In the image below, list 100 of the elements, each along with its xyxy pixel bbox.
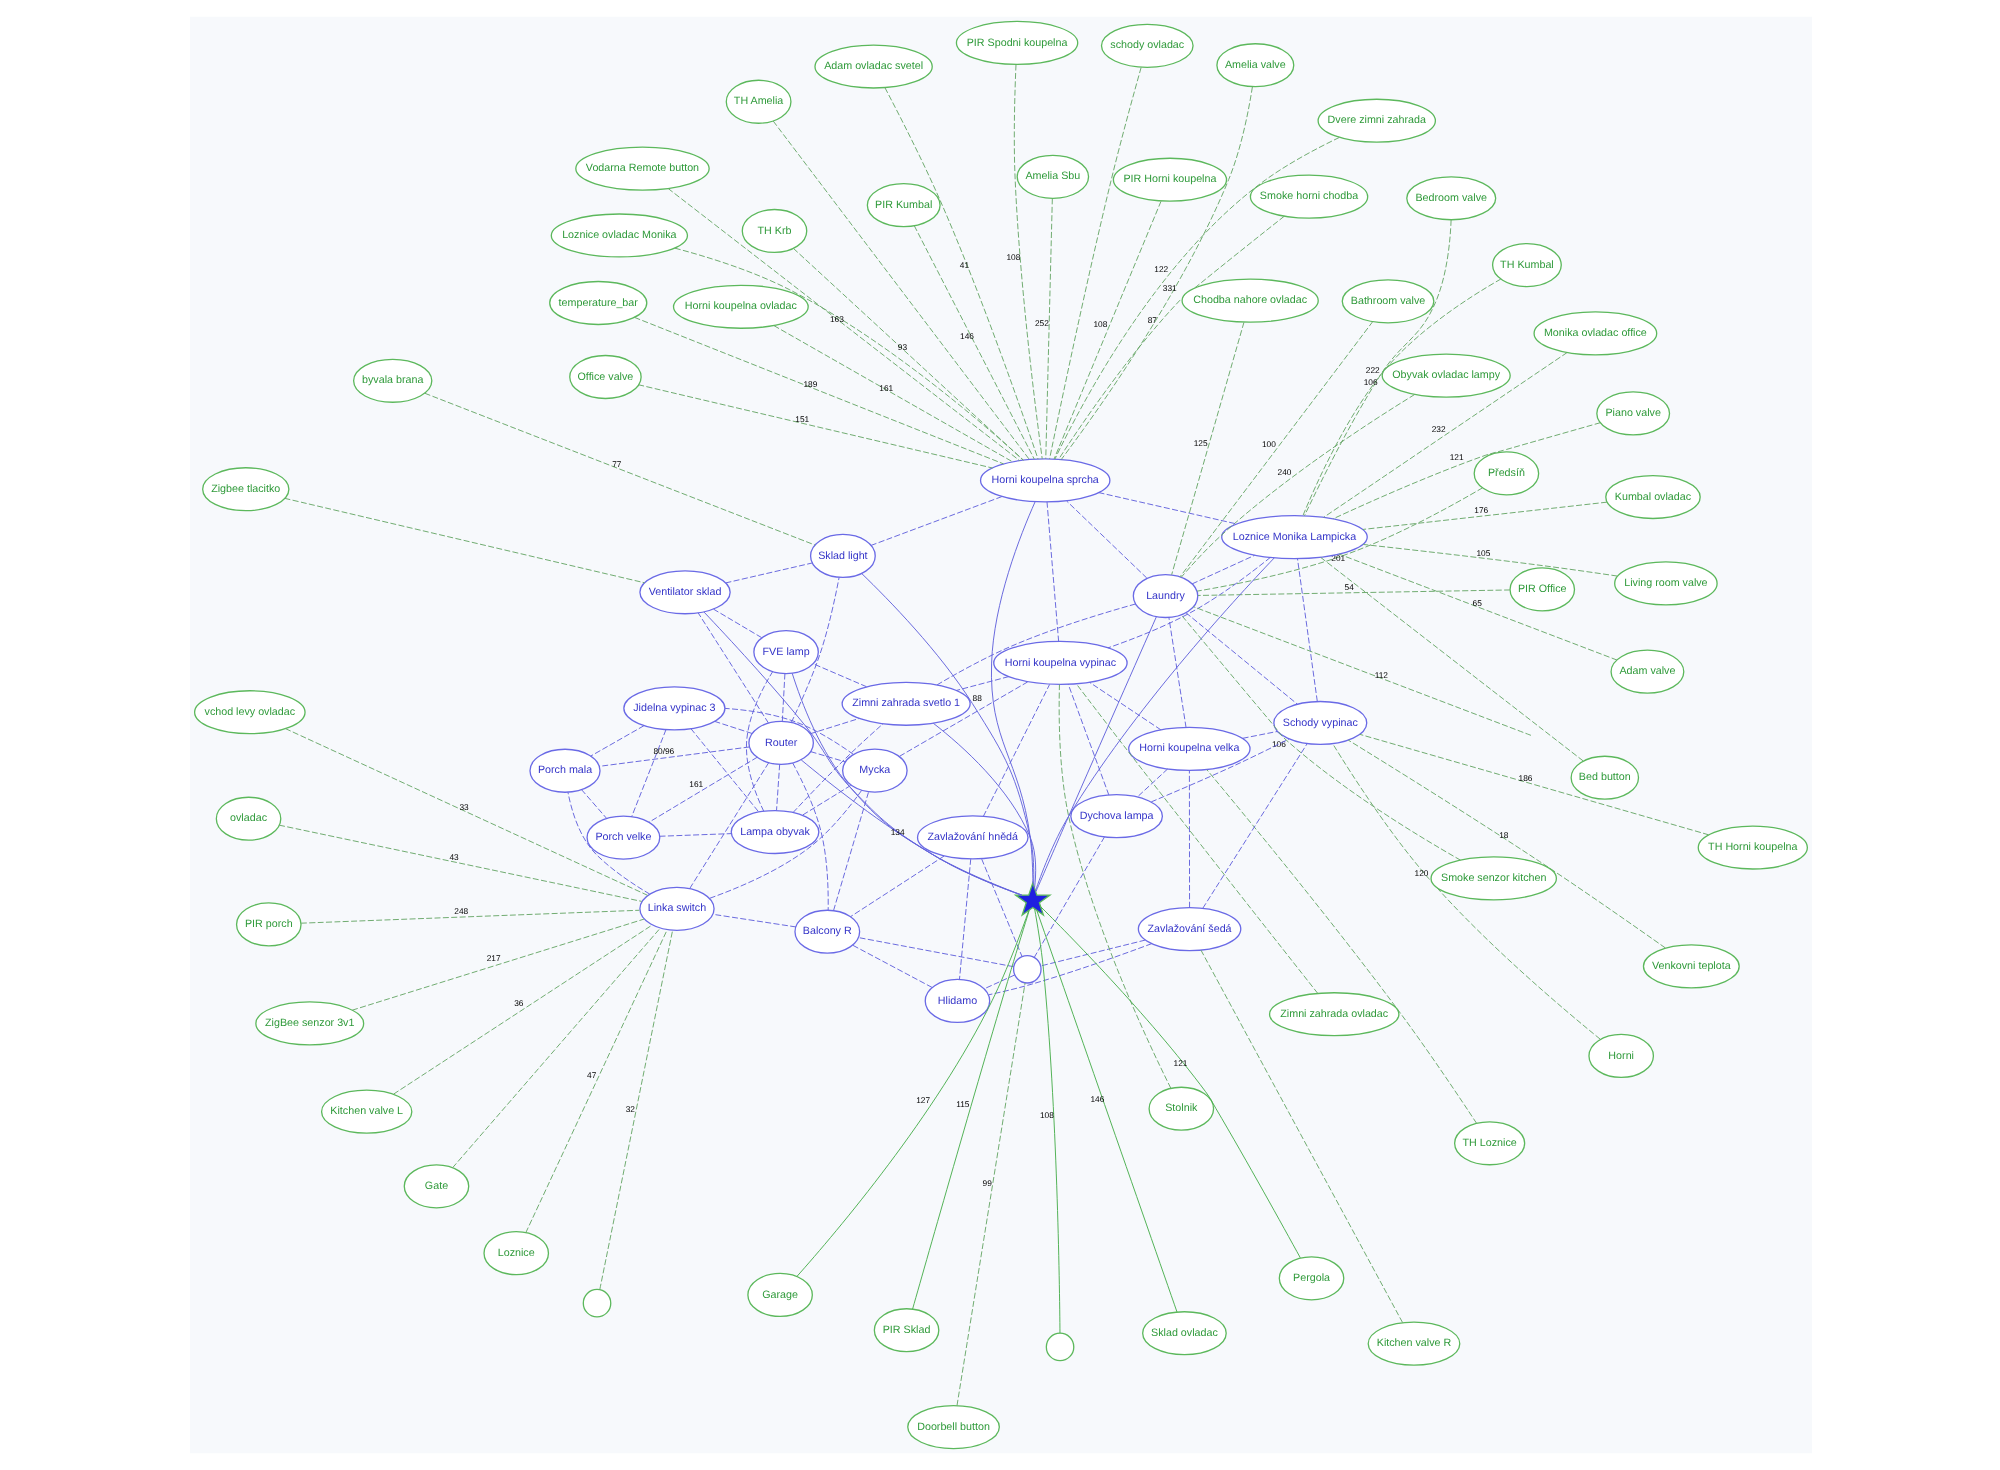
connector	[811, 663, 866, 688]
connector	[524, 929, 667, 1234]
connector	[589, 725, 644, 757]
connector	[633, 317, 1004, 465]
connector	[1053, 137, 1339, 460]
connector	[955, 982, 1025, 1407]
connector	[712, 608, 762, 639]
connector	[987, 943, 1152, 996]
connector	[724, 562, 812, 584]
connector	[912, 225, 1034, 460]
connector	[696, 612, 768, 724]
connector	[1346, 739, 1665, 949]
connector	[1074, 683, 1318, 994]
connector	[851, 944, 932, 988]
connector	[580, 789, 607, 819]
connector	[869, 496, 1002, 546]
connector	[1035, 910, 1177, 1313]
connector	[1057, 684, 1171, 1089]
connector	[647, 756, 757, 823]
connector	[1052, 200, 1161, 460]
node-circle	[581, 1288, 611, 1318]
connector	[598, 930, 673, 1291]
connector	[637, 384, 992, 469]
connector	[898, 681, 1028, 757]
connector	[1034, 557, 1274, 892]
connector	[792, 248, 1023, 461]
connector	[1170, 321, 1244, 576]
connector	[1358, 733, 1709, 836]
connector	[780, 673, 785, 722]
connector	[980, 858, 1022, 957]
connector	[1196, 589, 1510, 596]
connector	[1059, 86, 1252, 460]
connector	[1241, 730, 1277, 739]
connector	[1331, 422, 1600, 520]
connector	[791, 723, 883, 813]
connector	[1192, 606, 1531, 736]
connector	[1303, 219, 1451, 517]
connector	[713, 720, 752, 734]
connector	[299, 909, 639, 924]
connector	[772, 325, 1013, 463]
connector	[1032, 836, 1104, 958]
connector	[423, 392, 815, 546]
connector	[1179, 614, 1460, 861]
connector	[849, 855, 944, 918]
connector	[955, 676, 1009, 691]
connector	[789, 577, 839, 723]
connector	[277, 824, 642, 902]
connector	[1048, 67, 1141, 460]
connector	[702, 611, 1021, 896]
connector	[808, 718, 859, 735]
connector	[1034, 616, 1156, 893]
node-star	[1012, 880, 1051, 917]
connector	[1205, 769, 1477, 1124]
connector	[1065, 500, 1147, 579]
connector	[1106, 556, 1270, 649]
connector	[809, 751, 845, 763]
connector	[745, 671, 773, 812]
connector	[666, 188, 1020, 462]
connector	[597, 746, 749, 767]
connector	[801, 785, 851, 816]
connector	[689, 728, 759, 813]
connector	[1201, 743, 1307, 909]
connector	[1088, 682, 1161, 731]
connector	[688, 762, 769, 889]
connector	[350, 918, 644, 1011]
node-circle	[1044, 1332, 1074, 1362]
connector	[1178, 321, 1373, 578]
connector	[791, 762, 828, 911]
connector	[1066, 684, 1109, 796]
connector	[1337, 553, 1617, 661]
connector	[1167, 617, 1186, 728]
connector	[723, 707, 853, 755]
connector	[566, 791, 650, 895]
connector	[832, 791, 868, 911]
connector	[1296, 558, 1317, 702]
connector	[1135, 768, 1167, 798]
connector	[1033, 908, 1060, 1334]
node-circle	[1011, 954, 1041, 984]
connector	[283, 497, 644, 584]
connector	[630, 729, 666, 818]
connector	[451, 927, 660, 1169]
connector	[958, 858, 971, 980]
connector	[1044, 198, 1052, 460]
connector	[1361, 544, 1617, 577]
connector	[775, 764, 780, 811]
connector	[1012, 64, 1042, 460]
connector	[1361, 501, 1607, 530]
connector	[799, 759, 1022, 896]
connector	[1331, 743, 1600, 1040]
connector	[771, 120, 1029, 460]
connector	[856, 937, 1014, 968]
connector	[1039, 939, 1145, 967]
connector	[860, 573, 1034, 886]
connector	[1190, 554, 1255, 585]
connector	[790, 672, 1021, 896]
connector	[658, 833, 731, 837]
connector	[982, 684, 1050, 817]
connector	[990, 501, 1035, 884]
connector	[1149, 738, 1289, 803]
connector	[1179, 394, 1415, 578]
